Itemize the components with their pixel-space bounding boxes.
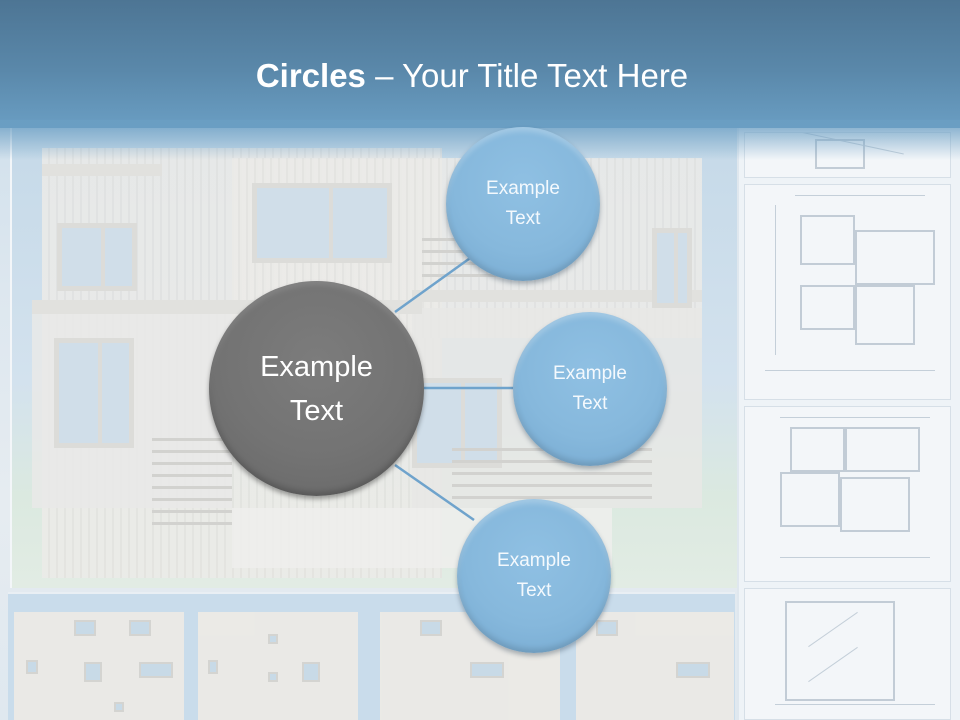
node-circle-label: Example Text bbox=[553, 363, 627, 414]
blueprint-floor-plan-2 bbox=[744, 406, 951, 582]
node-circle-middle[interactable]: Example Text bbox=[513, 312, 667, 466]
blueprints-column bbox=[737, 128, 960, 720]
blueprint-section bbox=[744, 588, 951, 720]
connector-center-to-node-3 bbox=[394, 463, 475, 522]
slide-title-bold: Circles bbox=[255, 57, 366, 94]
slide-title[interactable]: Circles – Your Title Text Here bbox=[0, 54, 944, 98]
center-circle-label: Example Text bbox=[260, 350, 373, 427]
slide-title-rest: – Your Title Text Here bbox=[365, 57, 689, 94]
node-circle-label: Example Text bbox=[497, 550, 571, 601]
connector-center-to-node-1 bbox=[394, 254, 474, 314]
node-circle-label: Example Text bbox=[486, 178, 560, 229]
blueprint-floor-plan-1 bbox=[744, 184, 951, 400]
center-circle[interactable]: Example Text bbox=[209, 281, 424, 496]
node-circle-bottom[interactable]: Example Text bbox=[457, 499, 611, 653]
node-circle-top[interactable]: Example Text bbox=[446, 127, 600, 281]
title-bar bbox=[0, 0, 960, 128]
